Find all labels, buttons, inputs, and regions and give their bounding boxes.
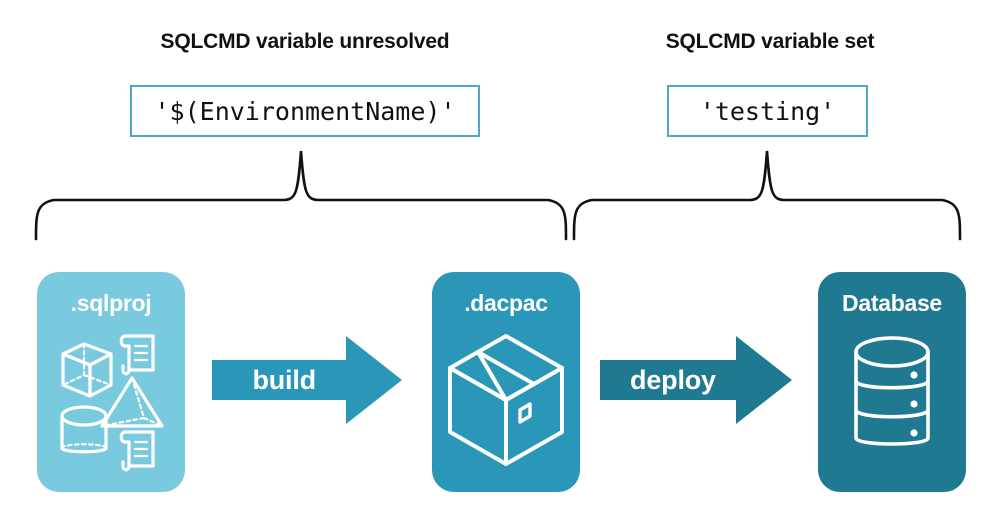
- card-sqlproj: .sqlproj: [37, 272, 185, 492]
- brace-left: [34, 150, 568, 241]
- package-box-icon: [448, 334, 564, 466]
- card-dacpac-label: .dacpac: [464, 290, 548, 316]
- scroll-icon: [119, 430, 155, 472]
- project-shapes-icon: [60, 334, 164, 472]
- arrow-right-icon: [212, 336, 402, 424]
- brace-right: [572, 150, 962, 241]
- cube-icon: [61, 342, 113, 398]
- card-database: Database: [818, 272, 966, 492]
- group-heading-left: SQLCMD variable unresolved: [160, 30, 450, 53]
- cylinder-icon: [60, 405, 108, 454]
- arrow-deploy: deploy: [600, 334, 792, 426]
- group-heading-right: SQLCMD variable set: [665, 30, 875, 53]
- card-dacpac: .dacpac: [432, 272, 580, 492]
- pyramid-icon: [100, 376, 164, 428]
- arrow-right-icon: [600, 336, 792, 424]
- scroll-icon: [119, 334, 155, 376]
- sqlcmd-variable-set-value: 'testing': [667, 85, 868, 137]
- arrow-build: build: [212, 334, 402, 426]
- card-sqlproj-label: .sqlproj: [70, 290, 152, 316]
- database-cylinder-icon: [854, 336, 930, 446]
- sqlcmd-variable-unresolved-value: '$(EnvironmentName)': [130, 85, 480, 137]
- card-database-label: Database: [842, 290, 942, 316]
